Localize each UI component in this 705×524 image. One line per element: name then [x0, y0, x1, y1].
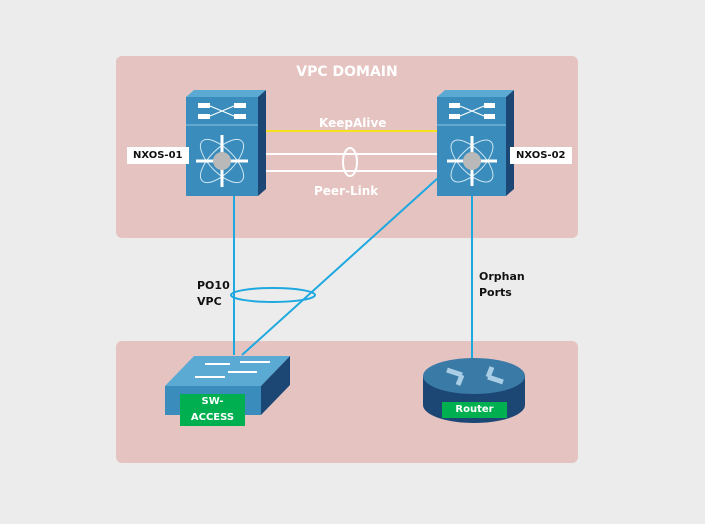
- vpc-label: VPC: [197, 295, 222, 308]
- sw-access-label: SW-ACCESS: [180, 394, 245, 426]
- nxos-02-switch[interactable]: [437, 90, 514, 196]
- vpc-domain-title: VPC DOMAIN: [296, 64, 398, 80]
- ports-label: Ports: [479, 286, 512, 299]
- orphan-label: Orphan: [479, 270, 525, 283]
- nxos2-access-link[interactable]: [241, 177, 439, 356]
- nxos-02-label: NXOS-02: [510, 147, 572, 164]
- peer-link-label: Peer-Link: [314, 184, 379, 198]
- po10-label: PO10: [197, 279, 230, 292]
- peer-link-bundle-icon: [342, 147, 358, 177]
- router-label: Router: [442, 402, 507, 418]
- nxos-01-switch[interactable]: [186, 90, 266, 196]
- keepalive-label: KeepAlive: [319, 116, 387, 130]
- nxos-01-label: NXOS-01: [127, 147, 189, 164]
- po10-bundle-icon: [230, 287, 316, 303]
